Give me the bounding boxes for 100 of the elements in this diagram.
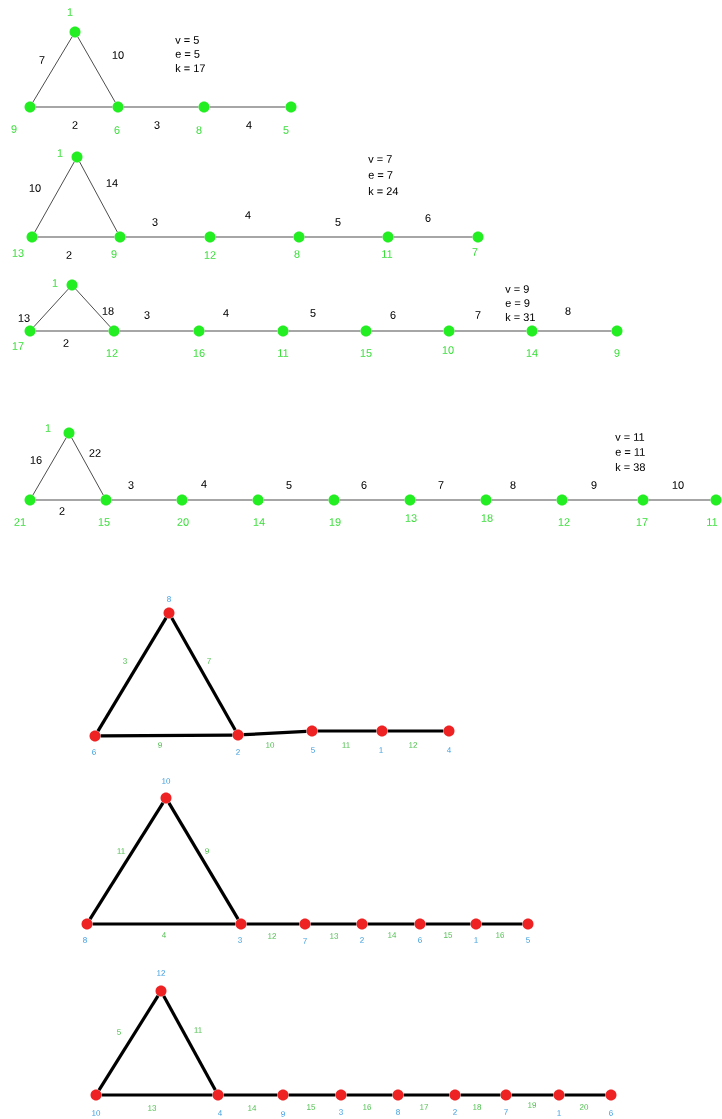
vertex-label: 4: [446, 747, 451, 753]
edge-label: 12: [409, 742, 418, 748]
vertex-label: 12: [204, 251, 216, 259]
vertex-label: 1: [379, 747, 383, 753]
vertex-label: 10: [162, 778, 171, 784]
graph-edge: [32, 36, 73, 103]
edge-label: 17: [420, 1104, 429, 1110]
vertex-label: 14: [253, 518, 265, 526]
vertex-label: 6: [418, 937, 422, 943]
edge-label: 10: [112, 51, 124, 59]
graph-edge: [317, 729, 377, 733]
graph-edge: [35, 330, 109, 332]
vertex-label: 17: [636, 518, 648, 526]
graph-edge: [167, 802, 240, 920]
edge-label: 3: [144, 311, 150, 319]
vertex-label: 6: [114, 126, 120, 134]
vertex-label: 2: [453, 1109, 457, 1115]
graph-edge: [33, 288, 69, 328]
graph-edge: [481, 922, 523, 926]
graph-edge: [170, 617, 237, 731]
graph-edge: [75, 288, 111, 328]
graph-edge: [77, 36, 116, 103]
graph-edge: [35, 106, 113, 108]
vertex-label: 10: [442, 346, 454, 354]
vertex-label: 8: [83, 937, 87, 943]
vertex-label: 6: [609, 1110, 613, 1116]
graph-edge: [92, 922, 236, 926]
parameter-text: v = 5: [175, 36, 199, 44]
vertex-label: 15: [98, 518, 110, 526]
graph-edge: [162, 995, 217, 1091]
edge-label: 15: [444, 932, 453, 938]
edge-label: 18: [473, 1104, 482, 1110]
vertex-label: 11: [707, 518, 718, 526]
edge-label: 19: [528, 1102, 537, 1108]
vertex-label: 1: [557, 1110, 561, 1116]
graph-edge: [96, 617, 168, 732]
edge-label: 10: [266, 742, 275, 748]
vertex-label: 8: [167, 596, 171, 602]
edge-label: 18: [102, 307, 114, 315]
edge-label: 5: [117, 1029, 121, 1035]
edge-label: 2: [59, 507, 65, 515]
vertex-label: 12: [157, 970, 166, 976]
parameter-text: k = 31: [505, 312, 535, 322]
graph-edge: [304, 236, 383, 238]
graph-edge: [288, 1093, 336, 1097]
vertex-label: 8: [294, 250, 300, 258]
graph-edge: [223, 1093, 278, 1097]
vertex-label: 12: [106, 349, 118, 357]
vertex-label: 3: [339, 1109, 343, 1115]
graph-edge: [425, 922, 471, 926]
vertex-label: 1: [474, 937, 478, 943]
graph-edge: [123, 106, 199, 108]
edge-label: 4: [161, 932, 166, 938]
vertex-label: 7: [472, 248, 478, 256]
vertex-label: 9: [614, 349, 620, 357]
edge-label: 5: [310, 309, 316, 317]
graph-edge: [101, 1093, 213, 1097]
graph-edge: [111, 499, 177, 501]
edge-label: 20: [579, 1104, 589, 1110]
graph-edge: [567, 499, 638, 501]
edge-label: 12: [268, 933, 277, 939]
vertex-label: 11: [382, 250, 393, 258]
edge-label: 2: [72, 121, 78, 129]
edge-label: 13: [148, 1105, 157, 1111]
vertex-label: 1: [67, 8, 73, 16]
parameter-text: k = 24: [368, 187, 399, 195]
vertex-label: 3: [238, 937, 242, 943]
parameter-text: k = 38: [615, 462, 645, 472]
edge-label: 16: [496, 932, 505, 938]
edge-label: 3: [123, 658, 127, 664]
vertex-label: 1: [45, 424, 51, 432]
parameter-text: e = 9: [505, 299, 530, 307]
edge-label: 3: [152, 218, 158, 226]
edge-label: 9: [158, 742, 162, 748]
parameter-text: v = 9: [505, 285, 529, 293]
vertex-label: 18: [481, 514, 493, 522]
edge-label: 5: [335, 218, 341, 226]
edge-label: 10: [29, 184, 41, 192]
vertex-label: 14: [526, 349, 538, 357]
graph-edge: [339, 499, 405, 501]
edge-label: 7: [475, 311, 481, 319]
edge-label: 3: [128, 481, 134, 489]
graph-edge: [371, 330, 444, 332]
graph-edge: [204, 330, 278, 332]
graph-edge: [454, 330, 527, 332]
graph-edge: [367, 922, 415, 926]
vertex-label: 7: [504, 1109, 508, 1115]
graph-edge: [88, 802, 165, 921]
parameter-text: v = 11: [615, 433, 645, 441]
graph-edge: [71, 437, 104, 496]
graph-edge: [346, 1093, 393, 1097]
edge-label: 4: [223, 309, 229, 317]
graph-edge: [564, 1093, 606, 1097]
edge-label: 2: [63, 339, 69, 347]
graph-edge: [187, 499, 253, 501]
vertex-label: 19: [329, 518, 341, 526]
graph-edge: [393, 236, 473, 238]
vertex-label: 20: [177, 518, 189, 526]
edge-label: 6: [361, 481, 367, 489]
edge-label: 4: [246, 121, 252, 129]
